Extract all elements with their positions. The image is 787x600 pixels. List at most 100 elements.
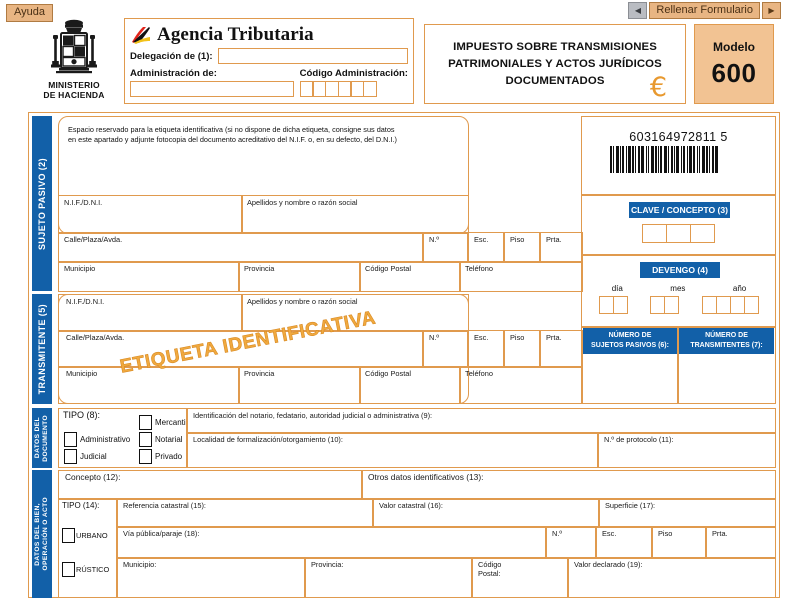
administrativo-label: Administrativo xyxy=(80,435,131,444)
clave-concepto-box[interactable] xyxy=(666,224,691,243)
clave-concepto-box[interactable] xyxy=(642,224,667,243)
sp-municipio-label: Municipio xyxy=(64,264,96,273)
tr-esc-cell[interactable] xyxy=(467,330,505,368)
via-publica-label: Vía pública/paraje (18): xyxy=(123,529,200,538)
sp-apellidos-cell[interactable] xyxy=(241,195,469,234)
tr-provincia-cell[interactable] xyxy=(238,366,361,404)
next-field-icon[interactable]: ▶ xyxy=(762,2,781,19)
sp-prta-cell[interactable] xyxy=(539,232,583,263)
bien-provincia-cell[interactable] xyxy=(304,557,473,598)
tipo-option-urbano[interactable]: URBANO xyxy=(62,528,108,543)
clave-concepto-box[interactable] xyxy=(690,224,715,243)
sp-telefono-cell[interactable] xyxy=(459,261,583,292)
devengo-anio-boxes[interactable] xyxy=(701,296,759,314)
sp-numero-cell[interactable] xyxy=(422,232,469,263)
administracion-input[interactable] xyxy=(130,81,294,97)
tipo-option-mercantil[interactable]: Mercantil xyxy=(139,415,187,430)
numero-transmitentes-panel[interactable] xyxy=(677,326,776,404)
devengo-anio-box[interactable] xyxy=(743,296,759,314)
tipo-option-privado[interactable]: Privado xyxy=(139,449,182,464)
sidebar-tab-sujeto-pasivo: SUJETO PASIVO (2) xyxy=(32,116,52,291)
devengo-mes-label: mes xyxy=(670,284,686,293)
fill-form-button[interactable]: Rellenar Formulario xyxy=(649,2,760,19)
ministry-line-2: DE HACIENDA xyxy=(43,90,105,100)
form-body: SUJETO PASIVO (2) Espacio reservado para… xyxy=(28,112,780,598)
tr-telefono-cell[interactable] xyxy=(459,366,583,404)
notario-cell[interactable] xyxy=(186,408,776,434)
superficie-cell[interactable] xyxy=(598,498,776,528)
sp-telefono-label: Teléfono xyxy=(465,264,493,273)
numero-sujetos-pasivos-panel[interactable] xyxy=(581,326,679,404)
bien-prta-cell[interactable] xyxy=(705,526,776,559)
sp-municipio-cell[interactable] xyxy=(58,261,240,292)
codigo-admin-box[interactable] xyxy=(363,81,378,97)
devengo-mes-boxes[interactable] xyxy=(650,296,680,314)
otros-datos-cell[interactable] xyxy=(361,470,776,500)
devengo-dia-boxes[interactable] xyxy=(599,296,629,314)
tr-calle-label: Calle/Plaza/Avda. xyxy=(66,333,125,342)
devengo-dia-box[interactable] xyxy=(613,296,629,314)
rustico-label: RÚSTICO xyxy=(76,565,110,574)
clave-concepto-boxes[interactable] xyxy=(642,224,715,243)
bien-piso-cell[interactable] xyxy=(651,526,707,559)
devengo-anio-label: año xyxy=(732,284,747,293)
previous-field-icon[interactable]: ◀ xyxy=(628,2,648,19)
sp-codigo-postal-cell[interactable] xyxy=(359,261,461,292)
sp-provincia-label: Provincia xyxy=(244,264,275,273)
rustico-checkbox[interactable] xyxy=(62,562,75,577)
numero-sujetos-pasivos-title: NÚMERO DE SUJETOS PASIVOS (6): xyxy=(583,328,677,354)
sp-calle-label: Calle/Plaza/Avda. xyxy=(64,235,123,244)
tr-nif-cell[interactable] xyxy=(58,294,243,332)
referencia-catastral-cell[interactable] xyxy=(116,498,374,528)
devengo-boxes[interactable] xyxy=(588,296,770,314)
devengo-mes-box[interactable] xyxy=(650,296,666,314)
urbano-checkbox[interactable] xyxy=(62,528,75,543)
via-publica-cell[interactable] xyxy=(116,526,547,559)
bien-esc-label: Esc. xyxy=(602,529,617,538)
sp-provincia-cell[interactable] xyxy=(238,261,361,292)
judicial-checkbox[interactable] xyxy=(64,449,77,464)
delegacion-input[interactable] xyxy=(217,48,408,64)
notarial-checkbox[interactable] xyxy=(139,432,152,447)
bien-codigo-postal-cell[interactable] xyxy=(471,557,569,598)
help-button[interactable]: Ayuda xyxy=(6,4,53,22)
valor-declarado-cell[interactable] xyxy=(567,557,776,598)
devengo-anio-box[interactable] xyxy=(729,296,745,314)
devengo-anio-box[interactable] xyxy=(701,296,717,314)
concepto-cell[interactable] xyxy=(58,470,363,500)
bien-numero-cell[interactable] xyxy=(545,526,597,559)
tr-numero-label: N.º xyxy=(429,333,440,342)
protocolo-cell[interactable] xyxy=(597,432,776,468)
tipo-option-judicial[interactable]: Judicial xyxy=(64,449,107,464)
tipo-option-rustico[interactable]: RÚSTICO xyxy=(62,562,109,577)
bien-municipio-cell[interactable] xyxy=(116,557,306,598)
sp-nif-cell[interactable] xyxy=(58,195,243,234)
tr-piso-cell[interactable] xyxy=(503,330,541,368)
devengo-labels: día mes año xyxy=(588,284,770,293)
codigo-administracion-label: Código Administración: xyxy=(299,68,408,79)
judicial-label: Judicial xyxy=(80,452,107,461)
tipo-option-administrativo[interactable]: Administrativo xyxy=(64,432,130,447)
tr-numero-cell[interactable] xyxy=(422,330,469,368)
sp-piso-cell[interactable] xyxy=(503,232,541,263)
localidad-cell[interactable] xyxy=(186,432,599,468)
tr-codigo-postal-cell[interactable] xyxy=(359,366,461,404)
codigo-administracion-boxes[interactable] xyxy=(299,81,408,97)
devengo-mes-box[interactable] xyxy=(664,296,680,314)
tr-apellidos-cell[interactable] xyxy=(241,294,469,332)
ministry-line-1: MINISTERIO xyxy=(48,80,100,90)
administrativo-checkbox[interactable] xyxy=(64,432,77,447)
sp-esc-cell[interactable] xyxy=(467,232,505,263)
devengo-dia-box[interactable] xyxy=(599,296,615,314)
tipo-option-notarial[interactable]: Notarial xyxy=(139,432,183,447)
sp-calle-cell[interactable] xyxy=(58,232,424,263)
devengo-anio-box[interactable] xyxy=(715,296,731,314)
tr-prta-cell[interactable] xyxy=(539,330,583,368)
bien-esc-cell[interactable] xyxy=(595,526,653,559)
privado-checkbox[interactable] xyxy=(139,449,152,464)
tipo-documento-cell xyxy=(58,408,188,468)
tr-municipio-cell[interactable] xyxy=(58,366,240,404)
tr-calle-cell[interactable] xyxy=(58,330,424,368)
valor-catastral-cell[interactable] xyxy=(372,498,600,528)
mercantil-checkbox[interactable] xyxy=(139,415,152,430)
